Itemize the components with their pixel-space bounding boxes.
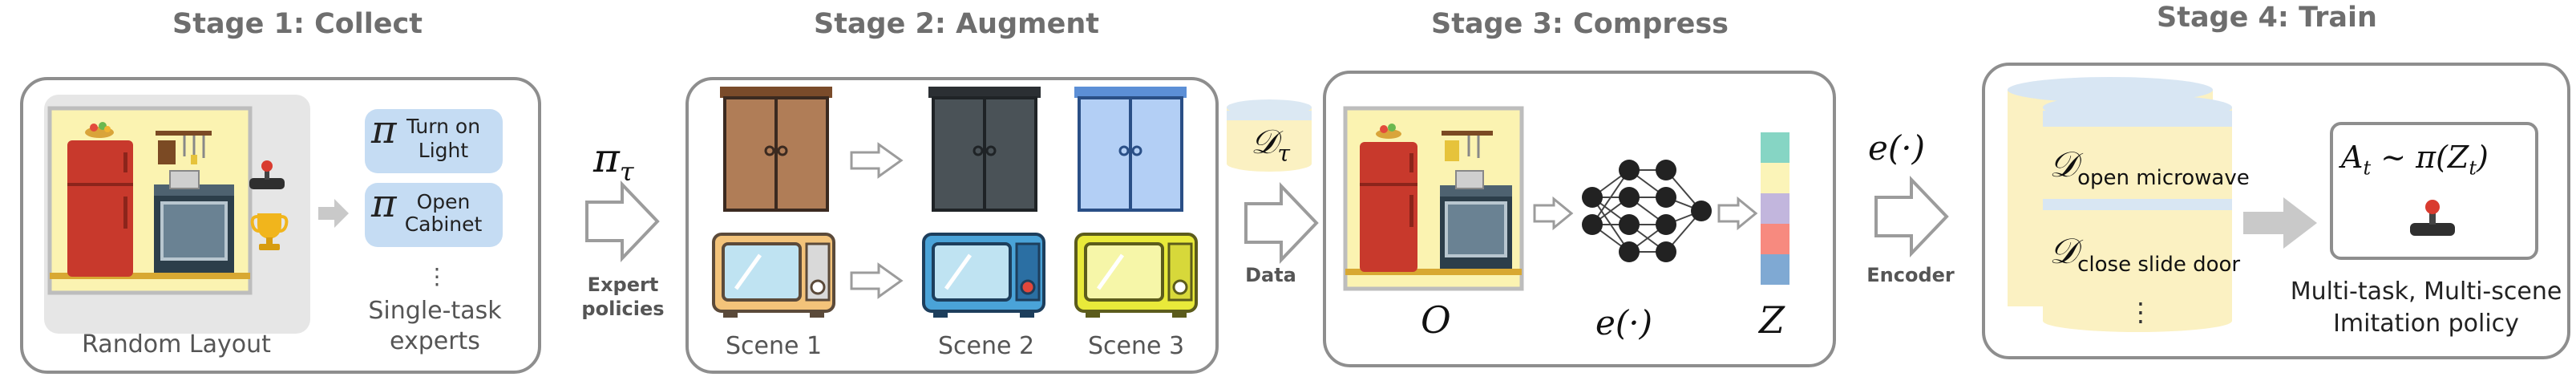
cabinet-icon-scene1 <box>720 87 832 212</box>
latent-vector <box>1761 132 1789 285</box>
experts-ellipsis: ⋮ <box>426 263 448 290</box>
trophy-icon <box>250 213 289 250</box>
policy-caption-line1: Multi-task, Multi-scene <box>2290 278 2562 306</box>
arrow-to-experts <box>318 199 349 228</box>
expert-label-line1: Open <box>416 190 471 213</box>
stage2-title: Stage 2: Augment <box>814 8 1099 40</box>
encoder-label: e(·) <box>1595 303 1652 342</box>
latent-cell <box>1761 193 1789 224</box>
single-task-experts-label-line1: Single-task <box>368 297 502 325</box>
microwave-icon-scene1 <box>712 233 835 318</box>
arrow-obs-to-encoder <box>1533 196 1574 231</box>
scene2-label: Scene 2 <box>937 332 1035 360</box>
scene1-label: Scene 1 <box>725 332 823 360</box>
dataset-cylinder-front <box>2043 95 2232 332</box>
expert-policies-label-line2: policies <box>581 298 665 320</box>
arrow1-math: πτ <box>593 135 634 187</box>
latent-label: Z <box>1759 298 1785 342</box>
arrow-encoder <box>1874 176 1949 257</box>
microwave-icon-scene3 <box>1074 233 1198 318</box>
augment-arrow-microwave <box>850 262 904 299</box>
dataset-close-slide-door: 𝒟close slide door <box>2049 231 2241 277</box>
policy-box <box>2330 122 2538 260</box>
cabinet-icon-scene3 <box>1074 87 1187 212</box>
arrow-encoder-to-latent <box>1717 196 1758 231</box>
encoder-arrow-label: Encoder <box>1866 264 1955 286</box>
expert-label-line2: Light <box>418 139 469 162</box>
policy-caption-line2: Imitation policy <box>2333 310 2519 338</box>
expert-symbol: π <box>371 107 397 152</box>
cabinet-icon-scene2 <box>928 87 1041 212</box>
observation-label: O <box>1421 298 1451 342</box>
latent-cell <box>1761 254 1789 285</box>
scene3-label: Scene 3 <box>1087 332 1185 360</box>
robot-joystick-icon <box>2410 200 2455 236</box>
random-layout-label: Random Layout <box>82 330 271 359</box>
encoder-network-icon <box>1582 160 1712 262</box>
microwave-icon-scene2 <box>922 233 1045 318</box>
latent-cell <box>1761 224 1789 254</box>
datasets-ellipsis: ⋮ <box>2128 297 2153 327</box>
expert-label-line1: Turn on <box>406 115 481 138</box>
expert-symbol: π <box>371 181 397 226</box>
arrow3-math: e(·) <box>1868 128 1925 168</box>
dataset-cylinder-icon <box>1227 99 1312 172</box>
kitchen-scene-icon <box>47 106 253 295</box>
expert-label-line2: Cabinet <box>404 213 483 236</box>
data-math: 𝒟τ <box>1251 122 1291 167</box>
arrow-to-policy <box>2243 197 2317 249</box>
arrow-expert-policies <box>585 180 660 262</box>
data-label: Data <box>1245 264 1296 286</box>
stage4-title: Stage 4: Train <box>2157 2 2377 34</box>
stage3-title: Stage 3: Compress <box>1431 8 1729 40</box>
observation-image-icon <box>1343 106 1524 291</box>
expert-pill-turn-on-light <box>365 109 503 173</box>
single-task-experts-label-line2: experts <box>390 327 480 355</box>
expert-policies-label-line1: Expert <box>587 274 659 296</box>
augment-arrow-cabinet <box>850 142 904 179</box>
policy-equation: At ~ π(Zt) <box>2341 140 2489 180</box>
latent-cell <box>1761 163 1789 193</box>
stage1-title: Stage 1: Collect <box>172 8 423 40</box>
expert-pill-open-cabinet <box>365 183 503 247</box>
arrow-data <box>1244 182 1319 264</box>
latent-cell <box>1761 132 1789 163</box>
robot-joystick-icon <box>249 160 285 189</box>
dataset-open-microwave: 𝒟open microwave <box>2049 144 2250 190</box>
